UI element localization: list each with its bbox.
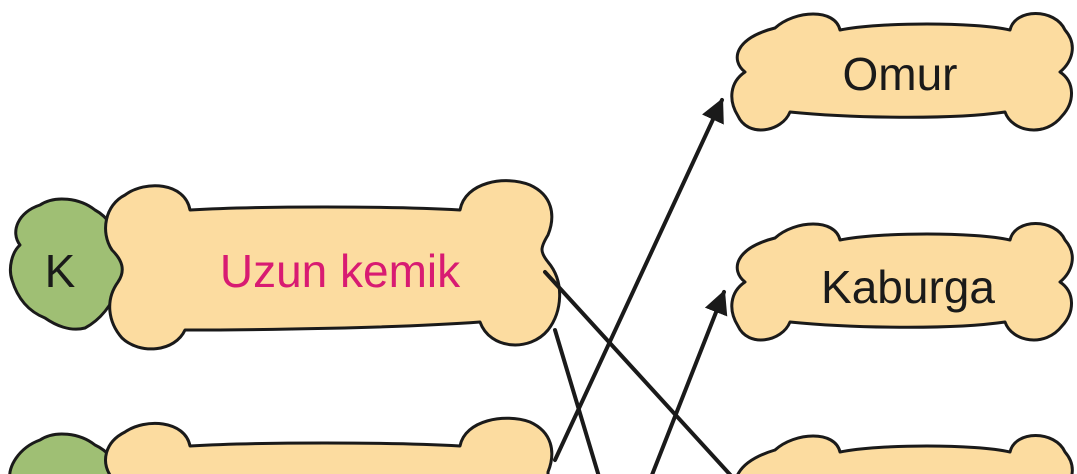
connector-line-1	[543, 270, 733, 474]
right-bone-omur: Omur	[730, 12, 1074, 132]
left-tag-1: K	[8, 197, 128, 331]
arrow-to-kaburga	[650, 289, 728, 474]
left-bone-2	[104, 416, 554, 474]
right-bone-omur-label: Omur	[843, 48, 958, 100]
left-bone-uzun-kemik: Uzun kemik	[104, 179, 562, 351]
left-tag-1-letter: K	[45, 245, 76, 297]
arrow-to-omur	[553, 97, 724, 462]
left-bone-uzun-kemik-label: Uzun kemik	[220, 245, 461, 297]
right-bone-kaburga: Kaburga	[730, 222, 1074, 342]
connector-line-2	[553, 328, 601, 474]
right-bone-kaburga-label: Kaburga	[821, 261, 995, 313]
right-bone-3	[736, 434, 1074, 474]
